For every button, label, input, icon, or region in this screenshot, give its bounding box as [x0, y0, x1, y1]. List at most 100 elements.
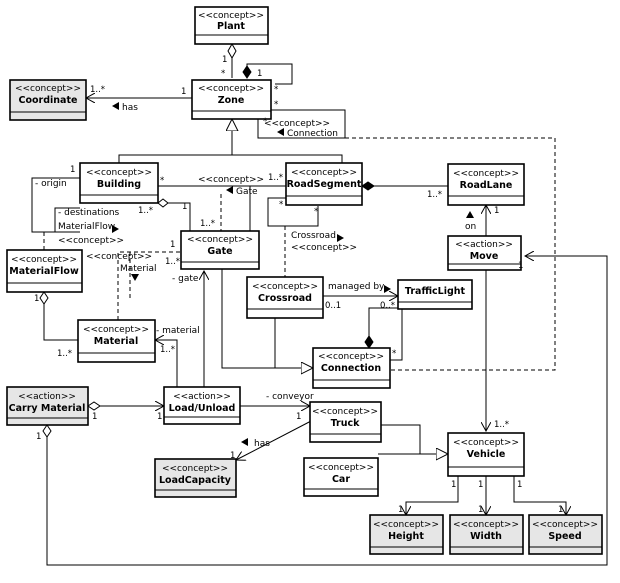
mult-gate-building-1n: 1..* — [200, 219, 215, 229]
roadlane-name: RoadLane — [460, 180, 513, 191]
truck-vehicle-gen — [381, 424, 448, 454]
zone-name: Zone — [218, 95, 245, 106]
mult-zone-coord-1: 1 — [181, 87, 186, 97]
truck-name: Truck — [331, 418, 361, 429]
class-building[interactable]: <<concept>> Building — [79, 162, 159, 204]
loadcapacity-stereotype: <<concept>> — [162, 464, 228, 474]
material-rel-label: Material — [120, 264, 157, 274]
zone-self-diamond — [242, 65, 252, 79]
class-speed[interactable]: <<concept>> Speed — [528, 514, 603, 555]
carry-material-stereotype: <<action>> — [18, 392, 76, 402]
mult-load-1-left: 1 — [157, 412, 162, 422]
trafficlight-name: TrafficLight — [405, 286, 466, 297]
speed-name: Speed — [548, 531, 581, 542]
connection-name-label: Connection — [287, 129, 338, 139]
has-coordinate-label: has — [122, 103, 138, 113]
mult-conn-star: * — [392, 349, 396, 359]
class-boxes: <<concept>> Plant <<concept>> Zone <<con… — [6, 6, 603, 555]
building-name: Building — [97, 179, 141, 190]
class-width[interactable]: <<concept>> Width — [449, 514, 524, 555]
class-load-unload[interactable]: <<action>> Load/Unload — [163, 386, 241, 425]
crossroad-name: Crossroad — [258, 293, 312, 304]
mult-truck-1: 1 — [296, 412, 301, 422]
mult-zone-self-1: 1 — [257, 69, 262, 79]
building-stereotype: <<concept>> — [86, 168, 152, 178]
mult-crossroad-01: 0..1 — [325, 301, 341, 311]
class-move[interactable]: <<action>> Move — [447, 235, 522, 271]
class-car[interactable]: <<concept>> Car — [303, 457, 379, 497]
class-vehicle[interactable]: <<concept>> Vehicle — [447, 432, 525, 477]
material-role-label: - material — [156, 326, 200, 336]
move-name: Move — [470, 251, 499, 262]
gate-rel-label: Gate — [236, 187, 258, 197]
road-self-edge — [267, 197, 319, 227]
mf-material-edge — [43, 292, 78, 341]
class-trafficlight[interactable]: TrafficLight — [397, 279, 473, 310]
class-plant[interactable]: <<concept>> Plant — [194, 6, 269, 45]
mult-tl-0n: 0..* — [380, 301, 395, 311]
connection-stereo-label: <<concept>> — [264, 119, 330, 129]
load-unload-name: Load/Unload — [169, 403, 236, 414]
class-crossroad[interactable]: <<concept>> Crossroad — [246, 276, 324, 319]
building-dest-edge — [54, 207, 80, 232]
mult-w-1: 1 — [478, 505, 483, 515]
gate-stereotype: <<concept>> — [187, 235, 253, 245]
class-material[interactable]: <<concept>> Material — [77, 319, 156, 363]
material-assoc-dashed — [117, 251, 181, 320]
truck-stereotype: <<concept>> — [312, 407, 378, 417]
class-height[interactable]: <<concept>> Height — [369, 514, 444, 555]
truck-capacity-edge — [236, 419, 314, 460]
generalization-tree — [118, 154, 343, 163]
vehicle-height-edge — [406, 476, 459, 515]
managed-by-label: managed by — [328, 282, 385, 292]
has-capacity-label: has — [254, 439, 270, 449]
connection-arrow-icon — [277, 128, 284, 136]
load-unload-stereotype: <<action>> — [173, 392, 231, 402]
carry-load-diamond — [87, 401, 101, 411]
mult-move-1: 1 — [494, 206, 499, 216]
class-loadcapacity[interactable]: <<concept>> LoadCapacity — [154, 458, 237, 498]
zone-stereotype: <<concept>> — [198, 84, 264, 94]
has-coordinate-arrow-icon — [112, 102, 119, 110]
mult-plant-zone-star: * — [221, 69, 225, 79]
road-lane-diamond — [361, 181, 375, 191]
mult-coord-1n: 1..* — [90, 85, 105, 95]
mult-zone-self-star: * — [274, 85, 278, 95]
carry-material-name: Carry Material — [9, 403, 86, 414]
width-name: Width — [470, 531, 502, 542]
mf-material-diamond — [39, 291, 49, 305]
class-truck[interactable]: <<concept>> Truck — [309, 401, 382, 443]
mult-road-star-right: * — [314, 207, 318, 217]
class-materialflow[interactable]: <<concept>> MaterialFlow — [6, 249, 83, 293]
mult-mat-1n: 1..* — [57, 349, 72, 359]
building-gate-diamond — [157, 198, 169, 208]
edges — [31, 42, 608, 566]
class-coordinate[interactable]: <<concept>> Coordinate — [9, 79, 87, 121]
mult-v-s1: 1 — [517, 480, 522, 490]
on-arrow-icon — [466, 211, 474, 218]
managed-by-arrow-icon — [384, 285, 391, 293]
mult-zone-conn-star: * — [274, 100, 278, 110]
crossroad-stereo-label: <<concept>> — [291, 243, 357, 253]
vehicle-name: Vehicle — [467, 449, 506, 460]
class-carry-material[interactable]: <<action>> Carry Material — [6, 386, 89, 426]
mult-lane-1n: 1..* — [427, 190, 442, 200]
mult-gate-1-left: 1 — [170, 240, 175, 250]
carry-move-edge — [46, 256, 608, 566]
class-gate[interactable]: <<concept>> Gate — [180, 230, 260, 270]
mult-building-star: * — [160, 176, 164, 186]
gate-role-label: - gate — [172, 274, 199, 284]
crossroad-arrow-icon — [337, 234, 344, 242]
move-stereotype: <<action>> — [455, 240, 513, 250]
material-stereotype: <<concept>> — [83, 325, 149, 335]
class-roadsegment[interactable]: <<concept>> RoadSegment — [285, 162, 363, 206]
class-connection[interactable]: <<concept>> Connection — [312, 347, 391, 389]
class-roadlane[interactable]: <<concept>> RoadLane — [447, 163, 525, 206]
mult-carry-1: 1 — [92, 412, 97, 422]
class-zone[interactable]: <<concept>> Zone — [191, 79, 272, 120]
materialflow-stereotype: <<concept>> — [11, 255, 77, 265]
mult-building-origin-1: 1 — [70, 165, 75, 175]
origin-label: - origin — [35, 179, 67, 189]
connection-dashed-line — [345, 137, 556, 371]
connection-self-diamond — [364, 335, 374, 349]
